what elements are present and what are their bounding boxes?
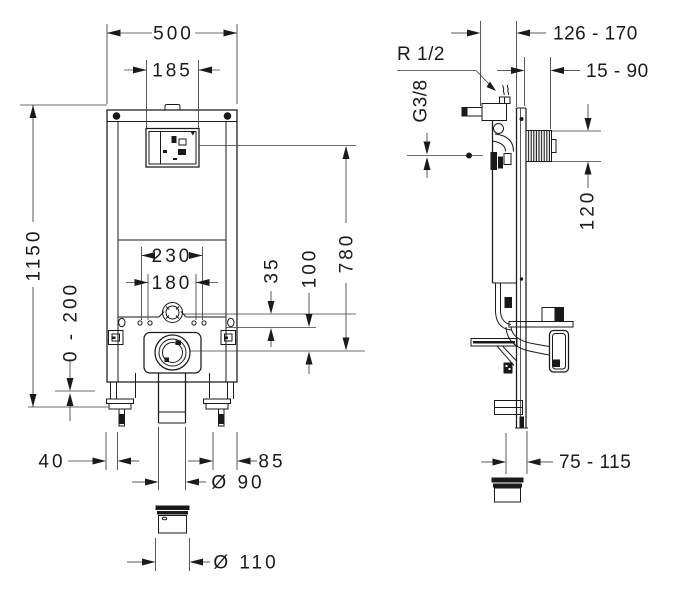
actuator-box bbox=[525, 130, 557, 162]
dim-fixing-spacing-inner: 180 bbox=[152, 273, 193, 294]
dim-depth-range: 126 - 170 bbox=[553, 24, 638, 45]
fill-valve-assembly bbox=[461, 84, 511, 121]
dim-offset-right: 85 bbox=[258, 452, 285, 473]
front-view-frame bbox=[106, 104, 238, 534]
drain-bend-bracket bbox=[143, 331, 202, 374]
cistern-side bbox=[482, 120, 516, 312]
service-panel bbox=[145, 127, 200, 168]
water-supply-elbow bbox=[162, 302, 183, 323]
dim-actuator-box-height: 120 bbox=[578, 190, 599, 231]
side-view-frame bbox=[461, 84, 574, 503]
dim-offset-small: 35 bbox=[262, 256, 283, 283]
mounting-band bbox=[108, 311, 236, 345]
fixing-rod bbox=[470, 338, 518, 374]
dim-finished-wall-range: 15 - 90 bbox=[586, 61, 649, 82]
dim-offset-left: 40 bbox=[38, 452, 65, 473]
label-water-supply-thread: R 1/2 bbox=[397, 44, 445, 65]
top-hanger-tab bbox=[164, 104, 181, 110]
dim-sleeve-diameter: Ø 110 bbox=[213, 553, 278, 574]
dim-height-total: 1150 bbox=[24, 229, 45, 282]
dim-height-connection: 780 bbox=[337, 233, 358, 274]
corner-screw-left bbox=[112, 112, 121, 120]
drain-pipe-front bbox=[157, 373, 187, 424]
dim-drain-pipe-diameter: Ø 90 bbox=[211, 473, 264, 494]
side-view-dimensions bbox=[397, 21, 601, 474]
side-base bbox=[494, 400, 524, 429]
dim-outlet-distance-range: 75 - 115 bbox=[559, 452, 631, 473]
connection-sleeve-front bbox=[155, 505, 190, 534]
water-flow-symbol bbox=[502, 84, 505, 96]
corner-screw-right bbox=[223, 112, 232, 120]
label-angle-valve-thread: G3/8 bbox=[411, 79, 432, 122]
dim-fixing-spacing-outer: 230 bbox=[152, 246, 193, 267]
frame-feet bbox=[106, 373, 237, 427]
dim-foot-adjustment: 0 - 200 bbox=[61, 282, 82, 362]
dim-service-opening-width: 185 bbox=[152, 61, 193, 82]
dim-offset-mid: 100 bbox=[300, 248, 321, 289]
outlet-assembly bbox=[495, 307, 574, 373]
dim-width-total: 500 bbox=[153, 24, 194, 45]
front-view-dimensions bbox=[20, 24, 365, 571]
connection-sleeve-side bbox=[491, 477, 524, 503]
